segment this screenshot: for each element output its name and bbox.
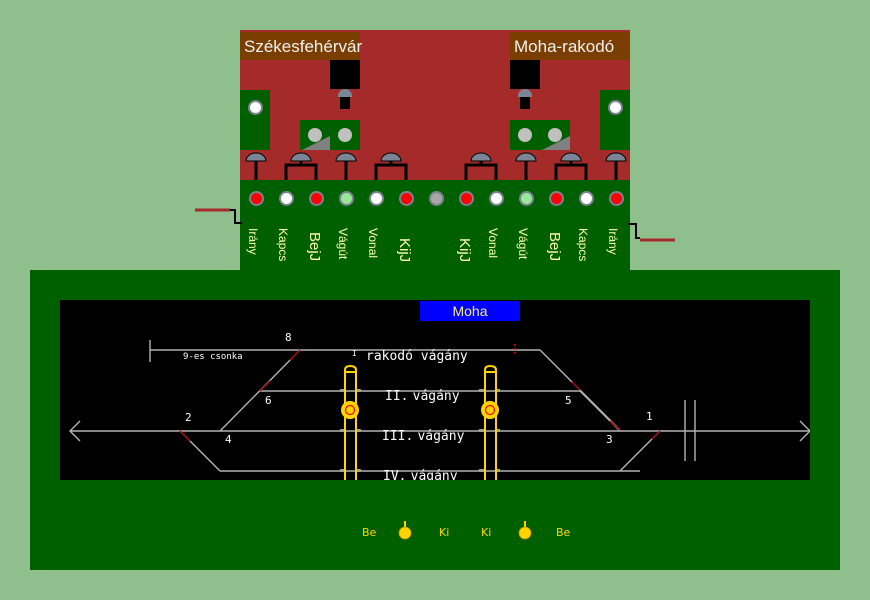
direction-led-right xyxy=(608,100,623,115)
entry-label-left: Be xyxy=(362,526,377,539)
track-3-roman: III. xyxy=(382,429,414,444)
track-4-roman: IV. xyxy=(383,469,407,480)
indicator-led-center xyxy=(429,191,444,206)
label-irany-left: Irány xyxy=(246,228,260,255)
track-diagram: Moha 9-es csonka I rakodó vágány II. vág… xyxy=(60,300,810,480)
track-1-roman: I xyxy=(352,349,357,358)
label-vonal-left: Vonal xyxy=(366,228,380,259)
direction-box-left[interactable] xyxy=(240,90,270,150)
switch-8-label: 8 xyxy=(285,331,292,344)
switch-1-label: 1 xyxy=(646,410,653,423)
signal-bar-left xyxy=(344,364,357,480)
label-kijj-left: KijJ xyxy=(396,238,413,263)
lever-right xyxy=(628,223,675,242)
station-label-right: Moha-rakodó xyxy=(510,32,630,60)
stub-label: 9-es csonka xyxy=(183,352,243,362)
label-irany-right: Irány xyxy=(606,228,620,255)
indicator-led-irany-r xyxy=(609,191,624,206)
exit-label-left: Ki xyxy=(439,526,450,539)
switch-3-label: 3 xyxy=(606,433,613,446)
label-bejj-right: BejJ xyxy=(546,232,563,262)
signal-lamp-diagram-left xyxy=(341,401,359,419)
indicator-led-kapcs-r xyxy=(579,191,594,206)
label-vonal-right: Vonal xyxy=(486,228,500,259)
signal-lamp-right xyxy=(518,89,532,97)
signal-block-right[interactable] xyxy=(510,60,540,89)
indicator-led-bejj-r xyxy=(549,191,564,206)
label-kapcs-right: Kapcs xyxy=(576,228,590,262)
track-lines xyxy=(69,340,810,480)
switch-5-label: 5 xyxy=(565,394,572,407)
switch-led-left-1 xyxy=(308,128,322,142)
label-bejj-left: BejJ xyxy=(306,232,323,262)
lever-left xyxy=(195,208,242,224)
indicator-led-vonal-r xyxy=(489,191,504,206)
indicator-led-vonal-l xyxy=(369,191,384,206)
entry-label-right: Be xyxy=(556,526,571,539)
switch-box-left[interactable] xyxy=(300,120,360,150)
track-2-label: II. vágány xyxy=(385,389,460,404)
signal-lamp-diagram-right xyxy=(481,401,499,419)
signal-bar-right xyxy=(484,364,497,480)
indicator-led-kijj-r xyxy=(459,191,474,206)
signal-button-right[interactable] xyxy=(518,521,532,541)
track-2-roman: II. xyxy=(385,389,409,404)
switch-6-label: 6 xyxy=(265,394,272,407)
track-2-name: vágány xyxy=(412,389,460,404)
indicator-led-irany-l xyxy=(249,191,264,206)
switch-box-right[interactable] xyxy=(510,120,570,150)
label-vagut-left: Vágút xyxy=(336,228,350,260)
exit-label-right: Ki xyxy=(481,526,492,539)
track-3-label: III. vágány xyxy=(382,429,464,444)
direction-box-right[interactable] xyxy=(600,90,630,150)
indicator-led-bejj-l xyxy=(309,191,324,206)
track-4-label: IV. vágány xyxy=(383,469,458,480)
signal-lamp-left xyxy=(338,89,352,97)
switch-4-label: 4 xyxy=(225,433,232,446)
switch-wedge-right xyxy=(542,136,570,150)
switch-led-right-1 xyxy=(518,128,532,142)
label-kijj-right: KijJ xyxy=(456,238,473,263)
track-4-name: vágány xyxy=(410,469,458,480)
indicator-led-kapcs-l xyxy=(279,191,294,206)
indicator-led-kijj-l xyxy=(399,191,414,206)
switch-led-left-2 xyxy=(338,128,352,142)
signal-block-left[interactable] xyxy=(330,60,360,89)
label-kapcs-left: Kapcs xyxy=(276,228,290,262)
signal-button-left[interactable] xyxy=(398,521,412,541)
indicator-led-vagut-l xyxy=(339,191,354,206)
direction-led-left xyxy=(248,100,263,115)
station-name-tag: Moha xyxy=(420,301,520,321)
track-3-name: vágány xyxy=(417,429,465,444)
signal-post-left xyxy=(340,97,350,109)
track-1-name: rakodó vágány xyxy=(366,349,468,364)
label-vagut-right: Vágút xyxy=(516,228,530,260)
switch-led-right-2 xyxy=(548,128,562,142)
indicator-led-vagut-r xyxy=(519,191,534,206)
pushbutton-row xyxy=(245,152,627,182)
station-label-left: Székesfehérvár xyxy=(240,32,362,60)
switch-wedge-left xyxy=(302,136,330,150)
switch-2-label: 2 xyxy=(185,411,192,424)
signal-post-right xyxy=(520,97,530,109)
